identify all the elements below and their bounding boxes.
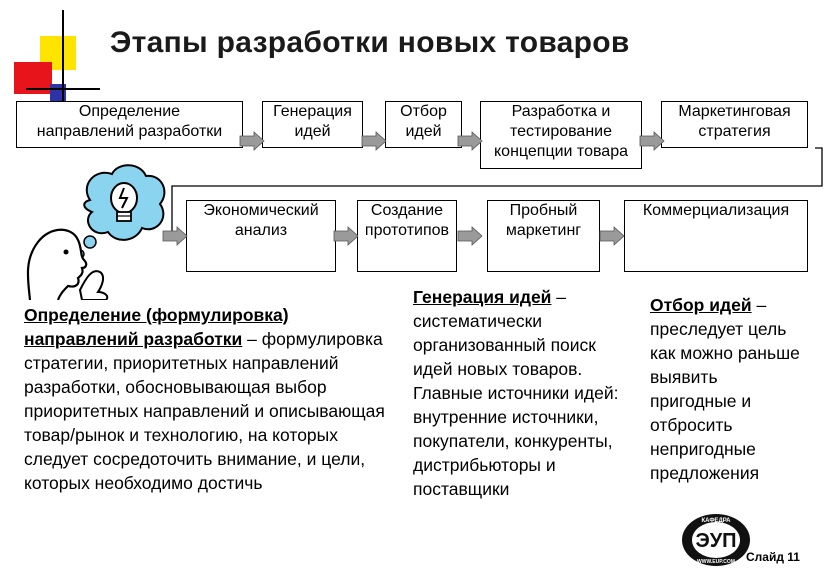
flow-connectors [162,131,823,246]
arrow-right-icon [239,131,265,151]
arrow-right-icon [333,226,359,246]
arrow-right-icon [599,226,625,246]
deco-horizontal-line [26,88,100,90]
arrow-right-icon [361,131,387,151]
stage-box-concept-testing: Разработка и тестирование концепции това… [480,101,642,169]
definition-directions-heading: Определение (формулировка) направлений р… [24,305,289,349]
stage-box-commercialization: Коммерциализация [624,200,808,272]
stage-box-marketing-strategy: Маркетинговая стратегия [661,101,808,148]
deco-vertical-line [62,10,64,110]
department-logo: КАФЕДРА ЭУП WWW.EUP.COM [682,514,750,566]
arrow-right-icon [457,226,483,246]
stage-box-idea-generation: Генерация идей [262,101,363,148]
logo-bottom-text: WWW.EUP.COM [697,559,735,565]
stage-box-directions: Определение направлений разработки [16,101,243,148]
definition-idea-generation: Генерация идей – систематически организо… [413,285,638,501]
lightbulb-icon [110,182,138,222]
corner-decoration [0,0,100,110]
arrow-right-icon [457,131,483,151]
thinking-person-icon [26,164,166,300]
stage-box-economic-analysis: Экономический анализ [186,200,336,272]
row-connector-line [171,147,823,237]
arrow-right-icon [639,131,665,151]
definition-idea-generation-body: – систематически организованный поиск ид… [413,287,619,499]
stage-box-idea-selection: Отбор идей [385,101,462,148]
definition-idea-generation-heading: Генерация идей [413,287,552,307]
definition-idea-selection-heading: Отбор идей [650,295,752,315]
stage-box-prototypes: Создание прототипов [357,200,457,272]
slide-number: Слайд 11 [746,550,800,564]
logo-main-text: ЭУП [695,530,736,552]
definition-idea-selection-body: – преследует цель как можно раньше выяви… [650,295,800,483]
definition-idea-selection: Отбор идей – преследует цель как можно р… [650,293,800,485]
definition-directions-body: – формулировка стратегии, приоритетных н… [24,329,385,493]
logo-top-text: КАФЕДРА [701,518,731,524]
page-title: Этапы разработки новых товаров [110,26,630,59]
definition-directions: Определение (формулировка) направлений р… [24,303,399,495]
stage-box-test-marketing: Пробный маркетинг [487,200,600,272]
